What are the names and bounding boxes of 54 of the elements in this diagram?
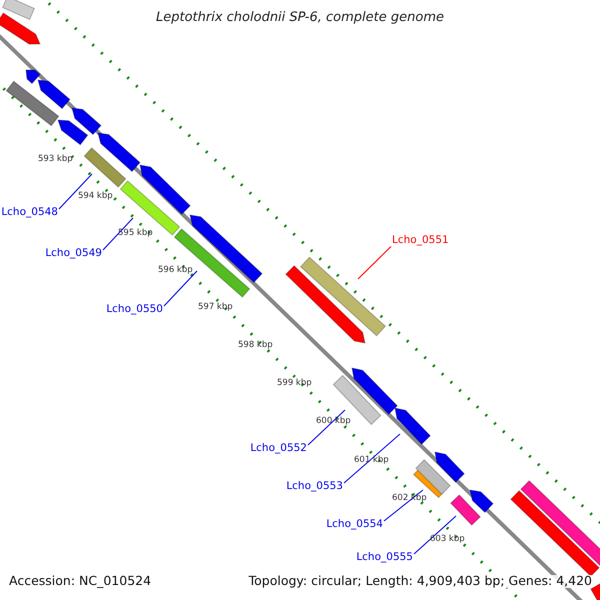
leader-line — [58, 174, 92, 210]
leader-line — [384, 490, 424, 522]
gene-bar — [285, 265, 366, 344]
gene-bar — [25, 70, 41, 84]
leader-line — [102, 218, 134, 250]
scale-label: 595 kbp — [118, 229, 153, 238]
gene-bar — [37, 79, 71, 110]
accession-text: Accession: NC_010524 — [9, 575, 152, 588]
scale-label: 602 kbp — [392, 494, 427, 502]
scale-label: 593 kbp — [38, 155, 73, 164]
scale-label: 594 kbp — [78, 192, 113, 200]
gene-bar — [0, 12, 41, 45]
gene-bar — [97, 132, 141, 172]
gene-bar — [434, 451, 465, 483]
gene-bar — [139, 164, 191, 215]
gene-bar — [71, 107, 102, 136]
gene-bar — [394, 407, 431, 445]
gene-bar — [415, 459, 451, 495]
gene-label: Lcho_0553 — [286, 481, 343, 492]
gene-bar — [332, 374, 382, 426]
gene-bar — [590, 582, 600, 600]
gene-bar — [510, 490, 600, 577]
gene-label: Lcho_0554 — [326, 519, 383, 530]
leader-line — [414, 516, 456, 554]
gene-bar — [174, 228, 250, 298]
scale-label: 599 kbp — [277, 379, 312, 388]
genome-info-text: Topology: circular; Length: 4,909,403 bp; Genes: 4,420 — [248, 575, 592, 588]
gene-bar — [84, 147, 126, 188]
gene-bar — [57, 119, 88, 146]
gene-bar — [351, 367, 398, 415]
leader-line — [344, 434, 400, 484]
gene-label: Lcho_0549 — [45, 248, 102, 258]
gene-bar — [6, 80, 60, 126]
gene-bar — [2, 0, 36, 20]
gene-label: Lcho_0552 — [250, 443, 307, 454]
scale-label: 597 kbp — [198, 303, 233, 312]
leader-line — [358, 246, 392, 280]
scale-label: 603 kbp — [430, 535, 465, 544]
scale-label: 601 kbp — [354, 456, 389, 464]
scale-label: 596 kbp — [158, 266, 193, 274]
leader-line — [164, 270, 198, 306]
gene-label: Lcho_0548 — [1, 207, 58, 218]
scale-label: 598 kbp — [238, 341, 273, 350]
gene-label: Lcho_0550 — [106, 304, 163, 314]
gene-label: Lcho_0551 — [392, 235, 449, 246]
title: Leptothrix cholodnii SP-6, complete genome — [156, 10, 444, 25]
gene-label: Lcho_0555 — [356, 552, 413, 562]
gene-bar — [469, 489, 494, 514]
leader-line — [308, 410, 346, 446]
gene-bar — [520, 480, 600, 567]
gene-bar — [300, 256, 386, 336]
gene-bar — [450, 494, 481, 526]
scale-label: 600 kbp — [316, 417, 351, 426]
gene-bar — [120, 180, 180, 236]
